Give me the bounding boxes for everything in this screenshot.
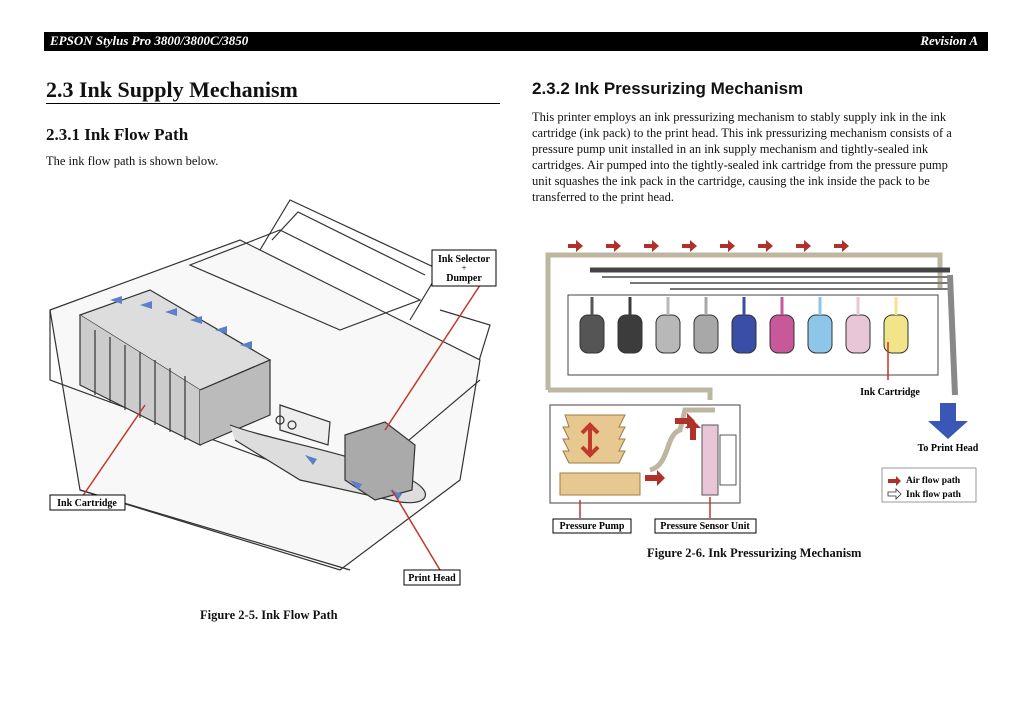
flow-ink-cartridge-label: Ink Cartridge (57, 498, 117, 509)
ink-cartridge (655, 314, 681, 354)
print-head-label: Print Head (408, 573, 456, 584)
paragraph-line: unit squashes the ink pack in the cartri… (532, 174, 930, 188)
ink-cartridge (731, 314, 757, 354)
air-flow-arrow (606, 240, 621, 252)
air-flow-arrow (796, 240, 811, 252)
ink-cartridge (693, 314, 719, 354)
air-flow-arrow (682, 240, 697, 252)
ink-selector-label-3: Dumper (446, 273, 482, 284)
legend-ink-flow: Ink flow path (906, 490, 962, 500)
paragraph-line: transferred to the print head. (532, 190, 674, 204)
ink-cartridge (579, 314, 605, 354)
ink-cartridge (617, 314, 643, 354)
section-rule (46, 103, 500, 104)
pressurizing-diagram: Ink Cartridge To Print Head Pressure Pum… (545, 240, 979, 534)
ink-flow-figure: Ink Selector + Dumper Ink Cartridge Prin… (49, 199, 497, 586)
paragraph-line: cartridge (ink pack) to the print head. … (532, 126, 952, 140)
page-header: EPSON Stylus Pro 3800/3800C/3850 Revisio… (44, 32, 988, 51)
air-flow-arrow (758, 240, 773, 252)
document-title: EPSON Stylus Pro 3800/3800C/3850 (50, 33, 249, 48)
flow-heading: 2.3.1 Ink Flow Path (46, 125, 189, 144)
ink-cartridges (579, 297, 909, 354)
revision-label: Revision A (920, 33, 978, 48)
figure-2-5-caption: Figure 2-5. Ink Flow Path (200, 608, 338, 622)
pressure-paragraph: This printer employs an ink pressurizing… (532, 109, 992, 205)
ink-selector-label-2: + (461, 263, 466, 273)
section-heading: 2.3 Ink Supply Mechanism (46, 77, 298, 102)
figure-2-6-caption: Figure 2-6. Ink Pressurizing Mechanism (647, 546, 862, 560)
pressure-pump-label: Pressure Pump (560, 521, 625, 532)
air-flow-arrows (568, 240, 849, 252)
pressure-sensor-label: Pressure Sensor Unit (660, 521, 750, 532)
legend-air-flow: Air flow path (906, 476, 961, 486)
ink-selector-label-1: Ink Selector (438, 254, 491, 265)
paragraph-line: cartridges. Air pumped into the tightly-… (532, 158, 948, 172)
ink-cartridge (807, 314, 833, 354)
ink-cartridge (845, 314, 871, 354)
air-flow-arrow (568, 240, 583, 252)
ink-cartridge (769, 314, 795, 354)
to-print-head-label: To Print Head (918, 443, 979, 454)
air-flow-arrow (834, 240, 849, 252)
paragraph-line: pressure pump unit installed in an ink s… (532, 142, 929, 156)
air-flow-arrow (644, 240, 659, 252)
flow-intro: The ink flow path is shown below. (46, 154, 219, 168)
diagram-ink-cartridge-label: Ink Cartridge (860, 387, 920, 398)
paragraph-line: This printer employs an ink pressurizing… (532, 110, 947, 124)
pressure-heading: 2.3.2 Ink Pressurizing Mechanism (532, 79, 804, 98)
air-flow-arrow (720, 240, 735, 252)
